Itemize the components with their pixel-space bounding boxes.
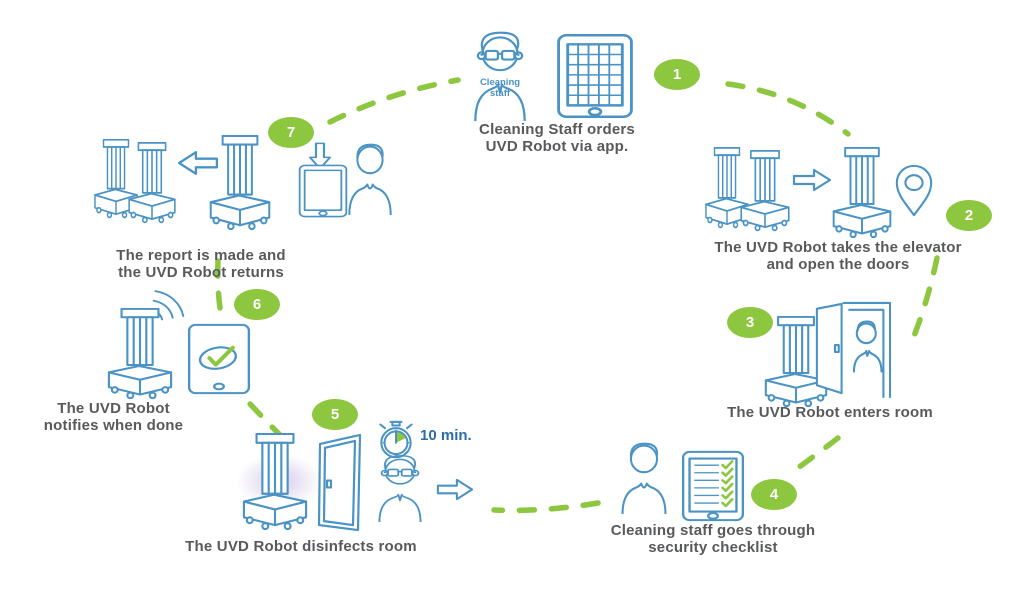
location-pin-icon — [895, 164, 933, 217]
arrow-right-icon — [792, 168, 832, 192]
cleaning-staff-icon — [378, 454, 422, 522]
doorway-with-person-icon — [815, 301, 891, 399]
connector-4-to-5 — [491, 500, 601, 514]
uvd-robot-icon — [832, 147, 892, 239]
uvd-robot-icon — [740, 150, 790, 232]
uvd-robot-icon — [242, 433, 308, 531]
report-tablet-icon — [298, 164, 348, 218]
connector-3-to-4 — [785, 435, 841, 478]
cleaning-staff-icon — [348, 143, 392, 215]
app-tablet-icon — [557, 33, 633, 119]
timer-label: 10 min. — [420, 427, 472, 444]
uvd-robot-icon — [209, 135, 271, 231]
connector-1-to-2 — [725, 81, 851, 137]
checklist-tablet-icon — [681, 450, 745, 522]
step-5-badge: 5 — [312, 399, 358, 430]
cleaning-staff-icon — [621, 442, 667, 514]
step-1-badge: 1 — [654, 59, 700, 90]
closed-door-icon — [317, 434, 362, 532]
done-check-tablet-icon — [187, 323, 251, 395]
step-7-badge: 7 — [268, 117, 314, 148]
connector-7-to-1 — [327, 77, 461, 125]
uvd-robot-icon — [107, 308, 173, 400]
step-6-badge: 6 — [234, 289, 280, 320]
step-4-badge: 4 — [751, 479, 797, 510]
cleaning-staff-icon — [474, 31, 526, 121]
connector-5-to-6 — [238, 391, 286, 441]
step-5-caption: The UVD Robot disinfects room — [185, 538, 417, 555]
step-3-caption: The UVD Robot enters room — [727, 404, 933, 421]
step-2-badge: 2 — [946, 200, 992, 231]
uvd-robot-icon — [128, 142, 176, 224]
step-3-badge: 3 — [727, 307, 773, 338]
arrow-right-icon — [436, 478, 474, 501]
